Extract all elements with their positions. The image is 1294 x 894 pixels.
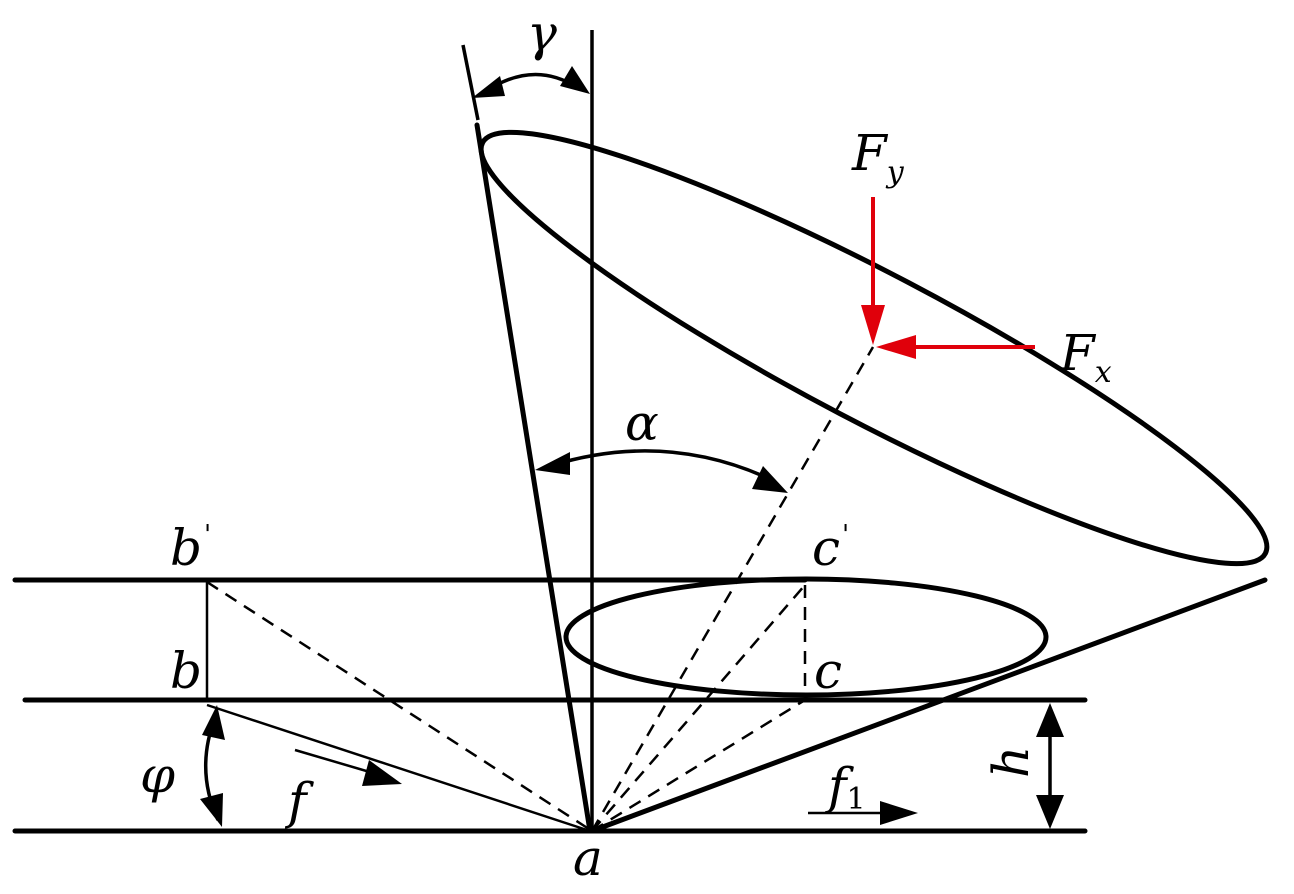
label-b: b: [170, 642, 202, 700]
label-c-prime-main: c: [812, 519, 840, 577]
dashed-a-to-c: [591, 698, 806, 833]
label-f1: f1: [824, 757, 866, 817]
h-arrow-bottom: [1036, 795, 1064, 829]
label-fx: Fx: [1059, 324, 1112, 390]
f1-arrow-head: [880, 801, 918, 825]
alpha-arc: [549, 449, 773, 482]
label-a: a: [573, 829, 603, 887]
cone-base-ellipse: [478, 129, 1270, 567]
label-gamma: γ: [527, 4, 557, 62]
cone-right-edge: [589, 577, 1268, 834]
label-b-prime-main: b: [170, 519, 202, 577]
cone-left-edge: [474, 122, 593, 834]
f-arrow-shaft: [294, 748, 381, 777]
dashed-a-to-c-prime: [591, 584, 806, 832]
label-phi: φ: [140, 746, 175, 804]
label-fy-sub: y: [885, 155, 905, 190]
fx-arrow-head: [876, 335, 916, 359]
label-f1-sub: 1: [847, 782, 866, 817]
label-b-prime: b': [170, 519, 211, 577]
alpha-arrow-right: [752, 466, 788, 493]
gamma-arrow-right: [560, 66, 590, 94]
label-alpha: α: [625, 394, 659, 452]
label-fx-sub: x: [1095, 355, 1112, 390]
label-fx-main: F: [1059, 324, 1097, 382]
label-c-prime: c': [812, 519, 849, 577]
gamma-reference-line: [461, 44, 480, 121]
label-f: f: [284, 772, 314, 830]
label-fy-main: F: [851, 124, 889, 182]
alpha-arrow-left: [535, 452, 570, 475]
phi-arrow-top: [202, 705, 225, 740]
dashed-a-to-force-point: [590, 346, 875, 832]
label-fy: Fy: [851, 124, 905, 190]
phi-arrow-bottom: [200, 793, 223, 827]
dashed-a-to-b-prime: [206, 580, 593, 833]
h-arrow-top: [1036, 703, 1064, 737]
label-c: c: [814, 642, 842, 700]
fy-arrow-head: [861, 305, 885, 345]
label-c-prime-mark: ': [842, 520, 849, 550]
label-b-prime-mark: ': [204, 520, 211, 550]
line-b-to-a: [206, 703, 591, 833]
f-arrow-head: [362, 760, 402, 786]
label-h: h: [982, 746, 1040, 778]
gamma-arrow-left: [472, 76, 505, 98]
